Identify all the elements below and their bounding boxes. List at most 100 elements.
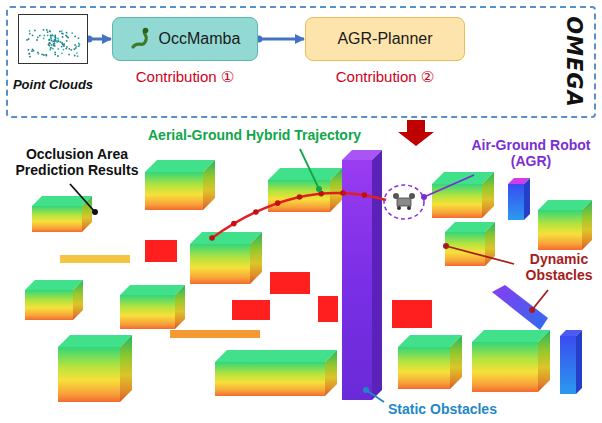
cloud-point <box>76 45 78 47</box>
cloud-point <box>48 45 50 47</box>
dashed-frame: OMEGA Point Clouds OccMambaContribution ① A… <box>6 6 596 118</box>
callout-label: Static Obstacles <box>388 401 497 417</box>
cloud-point <box>61 46 63 48</box>
cloud-point <box>60 41 62 43</box>
cloud-point <box>62 33 64 35</box>
cloud-point <box>43 54 45 56</box>
cloud-point <box>29 33 31 35</box>
cloud-point <box>56 41 58 43</box>
cloud-point <box>58 39 60 41</box>
cloud-point <box>78 43 80 45</box>
cloud-point <box>43 29 45 31</box>
cloud-point <box>29 53 31 55</box>
cloud-point <box>49 39 51 41</box>
cloud-point <box>52 48 54 50</box>
cloud-point <box>66 40 68 42</box>
cloud-point <box>75 47 77 49</box>
cloud-point <box>61 52 63 54</box>
cloud-point <box>68 54 70 56</box>
cloud-point <box>61 30 63 32</box>
cloud-point <box>53 43 55 45</box>
cloud-point <box>63 45 65 47</box>
module-name: OccMamba <box>159 30 241 48</box>
cloud-point <box>47 31 49 33</box>
cloud-point <box>31 50 33 52</box>
cloud-point <box>68 48 70 50</box>
frame-title: OMEGA <box>562 16 586 108</box>
point-cloud-node: Point Clouds <box>10 12 96 92</box>
callout-label: Air-Ground Robot (AGR) <box>466 137 596 169</box>
cloud-point <box>41 54 43 56</box>
cloud-point <box>37 51 39 53</box>
input-caption: Point Clouds <box>10 77 96 92</box>
cloud-point <box>66 46 68 48</box>
cloud-point <box>74 48 76 50</box>
cloud-point <box>62 36 64 38</box>
cloud-point <box>59 31 61 33</box>
cloud-point <box>52 41 54 43</box>
cloud-point <box>50 37 52 39</box>
cloud-point <box>50 36 52 38</box>
cloud-point <box>46 55 48 57</box>
cloud-point <box>65 35 67 37</box>
cloud-point <box>61 42 63 44</box>
cloud-point <box>74 55 76 57</box>
cloud-point <box>46 29 48 31</box>
cloud-point <box>29 56 31 58</box>
flow-arrow <box>259 38 304 41</box>
cloud-point <box>51 40 53 42</box>
cloud-point <box>51 34 53 36</box>
cloud-point <box>52 35 54 37</box>
cloud-point <box>54 51 56 53</box>
cloud-point <box>45 54 47 56</box>
cloud-point <box>49 42 51 44</box>
contribution-note: Contribution ① <box>112 68 258 86</box>
cloud-point <box>76 52 78 54</box>
cloud-point <box>66 32 68 34</box>
cloud-point <box>49 42 51 44</box>
cloud-point <box>48 39 50 41</box>
cloud-point <box>74 44 76 46</box>
snake-icon <box>130 27 154 51</box>
cloud-point <box>36 39 38 41</box>
cloud-point <box>50 34 52 36</box>
cloud-point <box>63 49 65 51</box>
cloud-point <box>74 36 76 38</box>
cloud-point <box>29 30 31 32</box>
snake-head <box>142 28 148 34</box>
static-buildings <box>25 150 592 402</box>
module-shape: OccMamba <box>112 17 258 61</box>
cloud-point <box>57 55 59 57</box>
callout-label: Aerial-Ground Hybrid Trajectory <box>148 127 361 143</box>
cloud-point <box>78 45 80 47</box>
dynamic-obstacles <box>492 285 582 394</box>
cloud-point <box>54 43 56 45</box>
cloud-point <box>70 49 72 51</box>
cloud-point <box>55 36 57 38</box>
handoff-arrow <box>398 120 434 146</box>
cloud-point <box>28 53 30 55</box>
cloud-point <box>51 47 53 49</box>
cloud-point <box>32 34 34 36</box>
cloud-point <box>51 44 53 46</box>
cloud-point <box>61 32 63 34</box>
module-box: OccMambaContribution ① <box>112 17 258 86</box>
callout-label: Dynamic Obstacles <box>520 251 598 283</box>
module-shape: AGR-Planner <box>305 17 465 61</box>
point-cloud-image <box>18 14 88 64</box>
cloud-point <box>78 37 80 39</box>
cloud-point <box>49 30 51 32</box>
cloud-point <box>65 48 67 50</box>
cloud-point <box>57 48 59 50</box>
cloud-point <box>47 34 49 36</box>
cloud-point <box>32 48 34 50</box>
cloud-point <box>54 45 56 47</box>
cloud-point <box>39 35 41 37</box>
air-ground-robot <box>384 185 424 219</box>
cloud-point <box>50 47 52 49</box>
cloud-point <box>49 31 51 33</box>
cloud-point <box>28 49 30 51</box>
